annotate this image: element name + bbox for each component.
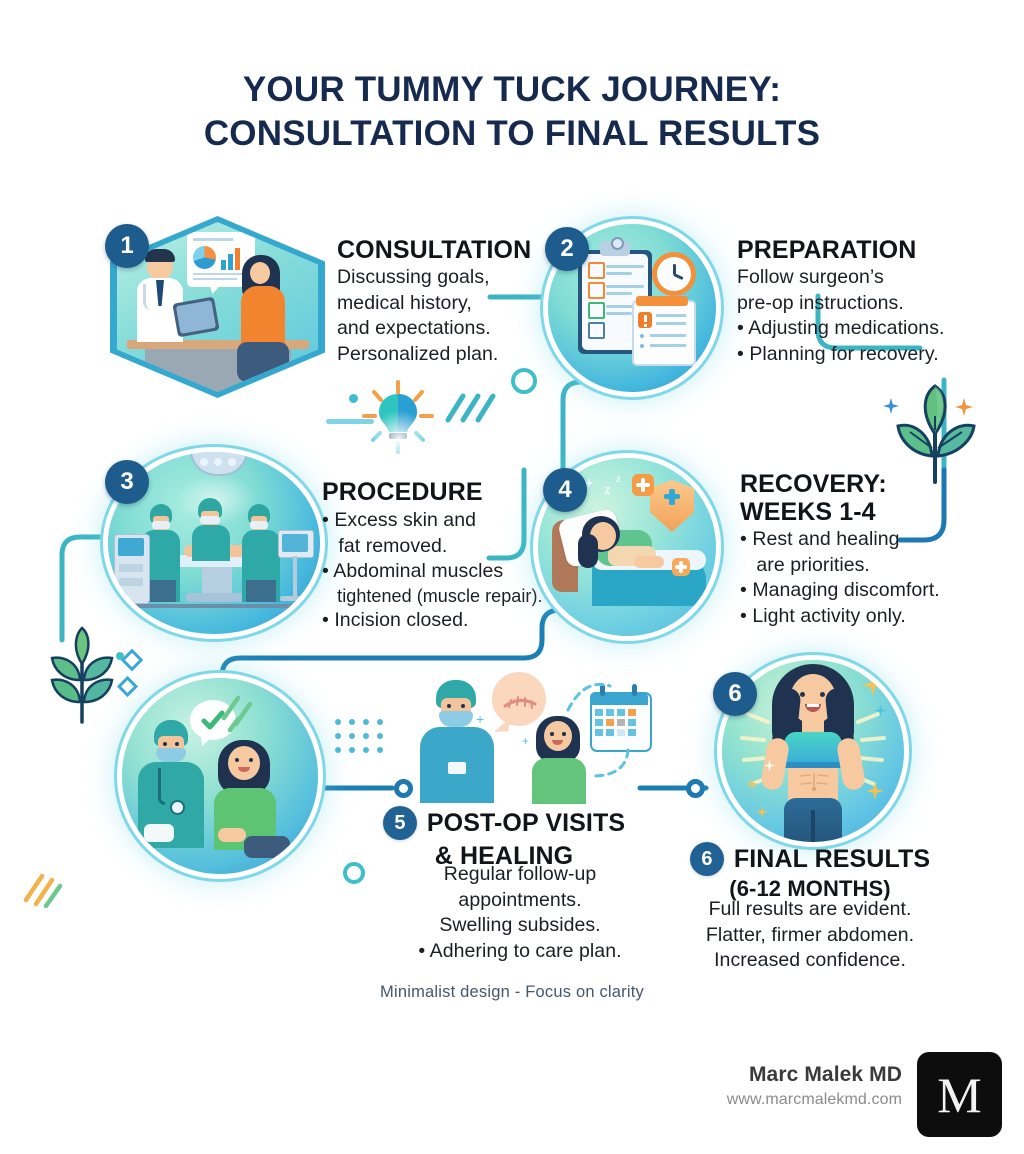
step-5-number: 5 xyxy=(394,811,406,834)
step-6-illustration-badge: 6 xyxy=(713,672,757,716)
decor-ring-step5 xyxy=(116,652,124,660)
step-4-body: • Rest and healing are priorities. • Man… xyxy=(740,527,940,629)
step-3-line-5: • Incision closed. xyxy=(322,609,469,632)
step-5-illustration xyxy=(122,678,318,874)
decor-slashes-top xyxy=(445,393,496,423)
step-6-line-1: Full results are evident. xyxy=(708,898,912,920)
step-3-heading: PROCEDURE xyxy=(322,478,483,506)
step-4-line-4: • Light activity only. xyxy=(740,604,906,627)
brand-url[interactable]: www.marcmalekmd.com xyxy=(726,1091,902,1108)
step-1-line-1: Discussing goals, xyxy=(337,266,490,288)
step-5-followup-scene: + + xyxy=(418,670,652,804)
decor-dot-grid xyxy=(335,719,383,753)
step-3-line-1: • Excess skin and xyxy=(322,509,476,531)
step-3-number: 3 xyxy=(120,468,134,495)
step-6-illustration-number: 6 xyxy=(728,680,742,707)
step-4-heading: RECOVERY: WEEKS 1-4 xyxy=(740,470,887,526)
plant-icon-left xyxy=(36,622,128,732)
step-5-body: Regular follow-up appointments. Swelling… xyxy=(370,862,670,964)
step-3-illustration xyxy=(108,452,320,634)
step-6-illustration xyxy=(722,660,904,842)
connector-node-5 xyxy=(394,779,413,798)
connector-ring-a xyxy=(511,368,537,394)
step-2-body: Follow surgeon’s pre-op instructions. • … xyxy=(737,265,944,367)
step-6-number: 6 xyxy=(701,847,713,870)
step-2-line-2: pre-op instructions. xyxy=(737,291,904,314)
step-6-line-2: Flatter, firmer abdomen. xyxy=(705,923,915,946)
step-4-number: 4 xyxy=(558,476,572,503)
step-1-number-badge: 1 xyxy=(105,224,149,268)
brand-name: Marc Malek MD xyxy=(748,1063,902,1086)
step-2-heading: PREPARATION xyxy=(737,236,917,264)
decor-slashes-green xyxy=(221,695,253,733)
step-3-number-badge: 3 xyxy=(105,460,149,504)
step-2-line-4: • Planning for recovery. xyxy=(737,342,939,365)
step-4-heading-line-2: WEEKS 1-4 xyxy=(740,498,876,526)
step-2-line-3: • Adjusting medications. xyxy=(737,317,945,340)
step-2-number: 2 xyxy=(560,235,574,262)
connector-ring-b xyxy=(343,862,365,884)
step-4-line-3: • Managing discomfort. xyxy=(740,579,940,602)
step-1-body: Discussing goals, medical history, and e… xyxy=(337,265,498,367)
step-6-line-3: Increased confidence. xyxy=(714,949,906,972)
connector-node-6 xyxy=(686,779,705,798)
step-5-heading-line-2: & HEALING xyxy=(434,842,574,870)
step-5-line-2: appointments. xyxy=(458,888,582,911)
title-line-1: YOUR TUMMY TUCK JOURNEY: xyxy=(242,70,782,109)
decor-dot-left xyxy=(349,394,358,403)
step-6-heading: 6 FINAL RESULTS (6-12 MONTHS) xyxy=(665,842,955,902)
step-3-body: • Excess skin and fat removed. • Abdomin… xyxy=(322,508,543,634)
step-5-line-4: • Adhering to care plan. xyxy=(418,939,622,962)
page-title: YOUR TUMMY TUCK JOURNEY: CONSULTATION TO… xyxy=(0,68,1024,157)
step-5-line-3: Swelling subsides. xyxy=(439,914,601,937)
step-2-line-1: Follow surgeon’s xyxy=(737,266,884,288)
step-5-heading: 5 POST-OP VISITS & HEALING xyxy=(370,806,638,870)
title-line-2: CONSULTATION TO FINAL RESULTS xyxy=(203,114,821,154)
step-1-line-3: and expectations. xyxy=(337,317,491,340)
step-1-line-2: medical history, xyxy=(337,291,472,314)
step-1-number: 1 xyxy=(120,232,134,259)
brand-logo-letter: M xyxy=(937,1066,982,1123)
step-4-line-2: are priorities. xyxy=(740,553,870,576)
lightbulb-glow xyxy=(370,410,428,468)
step-1-heading: CONSULTATION xyxy=(337,236,532,264)
step-5-number-badge: 5 xyxy=(382,806,417,840)
step-4-number-badge: 4 xyxy=(543,468,587,512)
step-6-heading-line-2: (6-12 MONTHS) xyxy=(729,876,891,901)
step-1-line-4: Personalized plan. xyxy=(337,342,499,365)
tagline: Minimalist design - Focus on clarity xyxy=(380,983,644,1001)
step-4-line-1: • Rest and healing xyxy=(740,528,900,550)
step-6-heading-line-1: FINAL RESULTS xyxy=(733,845,931,873)
plant-icon-right xyxy=(880,382,990,502)
step-2-number-badge: 2 xyxy=(545,227,589,271)
decor-line-left xyxy=(326,419,374,424)
step-6-number-badge: 6 xyxy=(689,842,724,876)
brand-logo: M xyxy=(917,1052,1002,1137)
step-5-line-1: Regular follow-up xyxy=(443,863,597,885)
step-5-heading-line-1: POST-OP VISITS xyxy=(426,809,626,837)
step-4-illustration: z z xyxy=(538,458,716,636)
step-3-line-4: tightened (muscle repair). xyxy=(322,585,543,606)
decor-slashes-bottom-left xyxy=(23,873,63,908)
step-6-body: Full results are evident. Flatter, firme… xyxy=(655,897,965,974)
step-3-line-2: fat removed. xyxy=(322,534,448,557)
step-4-heading-line-1: RECOVERY: xyxy=(740,470,887,498)
step-3-line-3: • Abdominal muscles xyxy=(322,560,504,583)
